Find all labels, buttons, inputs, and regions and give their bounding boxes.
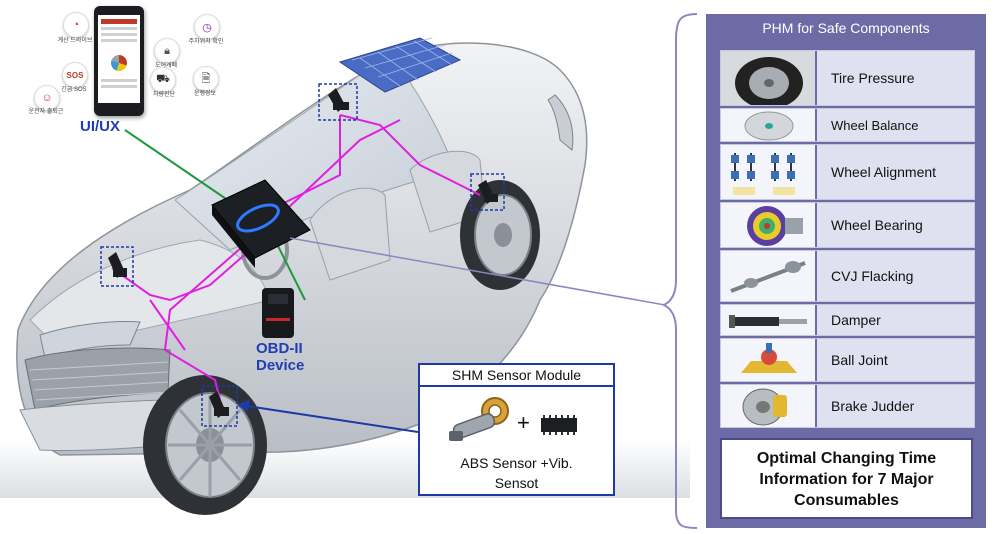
gauge-icon: ◔ (63, 12, 89, 38)
vibration-chip-icon (541, 415, 577, 435)
app-label: 운전자 출퇴근 (28, 109, 64, 115)
obd-label-line1: OBD-II (256, 340, 303, 357)
timer-icon: ◷ (194, 14, 220, 40)
magenta-wire (163, 239, 251, 401)
panel-connector-line (289, 237, 666, 306)
sos-icon: SOS (62, 62, 88, 88)
magenta-wire (149, 299, 186, 351)
magenta-wire (269, 119, 401, 226)
component-label: Brake Judder (831, 398, 915, 414)
car-icon: ⛟ (150, 67, 176, 93)
shm-sensor-module-box: SHM Sensor Module + ABS Sensor +Vib. Sen… (418, 363, 615, 496)
wheel-balance-icon (721, 109, 817, 141)
cv-joint-icon (721, 251, 817, 301)
sensor-rear (470, 173, 505, 211)
shm-title: SHM Sensor Module (420, 365, 613, 387)
component-row: Ball Joint (720, 338, 975, 382)
component-label: Wheel Balance (831, 117, 919, 133)
app-label: 긴급 SOS (61, 87, 87, 93)
alignment-icon (721, 145, 817, 199)
app-label: 운행정보 (193, 91, 217, 97)
component-row: Wheel Balance (720, 108, 975, 142)
optimal-text: Optimal Changing Time Information for 7 … (722, 448, 971, 511)
app-label: 주차위치 확인 (188, 39, 224, 45)
car-illustration (0, 13, 698, 529)
shm-arrow (246, 405, 419, 433)
ui-ux-label: UI/UX (80, 118, 121, 135)
abs-sensor-icon (449, 397, 509, 441)
magenta-wire (111, 249, 251, 302)
magenta-wire (259, 115, 341, 216)
sensor-roof (318, 83, 358, 121)
sensor-front-left (100, 246, 134, 287)
seat-front (309, 187, 391, 281)
front-wheel (143, 375, 267, 515)
magenta-wire (339, 114, 481, 196)
component-label: CVJ Flacking (831, 268, 914, 284)
component-row: CVJ Flacking (720, 250, 975, 302)
phm-panel: PHM for Safe Components Tire Pressure Wh… (706, 14, 986, 528)
brake-icon (721, 385, 817, 427)
person-icon: ☺ (34, 85, 60, 111)
component-row: Damper (720, 304, 975, 336)
damper-icon (721, 305, 817, 335)
shm-caption: ABS Sensor +Vib. Sensot (420, 453, 613, 493)
app-label: 계산 드라이브 (57, 38, 93, 44)
sensor-front-wheel (201, 385, 238, 427)
smartphone (94, 6, 144, 116)
component-row: Wheel Bearing (720, 202, 975, 248)
component-row: Wheel Alignment (720, 144, 975, 200)
obd-device (262, 288, 294, 338)
component-row: Tire Pressure (720, 50, 975, 106)
document-icon: 🗎︎ (193, 66, 219, 92)
app-label: 도어개폐 (154, 63, 178, 69)
app-label: 차량진단 (152, 92, 176, 98)
component-label: Ball Joint (831, 352, 888, 368)
optimal-changing-time-box: Optimal Changing Time Information for 7 … (720, 438, 973, 519)
component-label: Wheel Alignment (831, 164, 937, 180)
solar-roof-panel (338, 37, 462, 93)
optimal-line2: Information for 7 Major (759, 471, 934, 488)
optimal-line3: Consumables (794, 492, 899, 509)
component-label: Wheel Bearing (831, 217, 923, 233)
component-row: Brake Judder (720, 384, 975, 428)
panel-bracket (661, 13, 698, 529)
component-label: Tire Pressure (831, 70, 915, 86)
ball-joint-icon (721, 339, 817, 381)
green-wire (274, 239, 306, 301)
obd-label-line2: Device (256, 357, 305, 374)
rear-wheel (460, 180, 540, 290)
shm-caption-line2: Sensot (494, 475, 539, 491)
optimal-line1: Optimal Changing Time (756, 450, 937, 467)
control-unit (211, 179, 311, 268)
tail-light (547, 94, 574, 151)
component-label: Damper (831, 312, 881, 328)
plus-sign: + (517, 410, 530, 435)
lock-icon: 🔒︎ (154, 38, 180, 64)
panel-title: PHM for Safe Components (762, 20, 930, 36)
shm-arrowhead (237, 399, 250, 412)
bearing-icon (721, 203, 817, 247)
shm-caption-line1: ABS Sensor +Vib. (460, 455, 573, 471)
phone-screen (98, 15, 140, 103)
tire-icon (721, 51, 817, 105)
green-wire (124, 129, 236, 206)
